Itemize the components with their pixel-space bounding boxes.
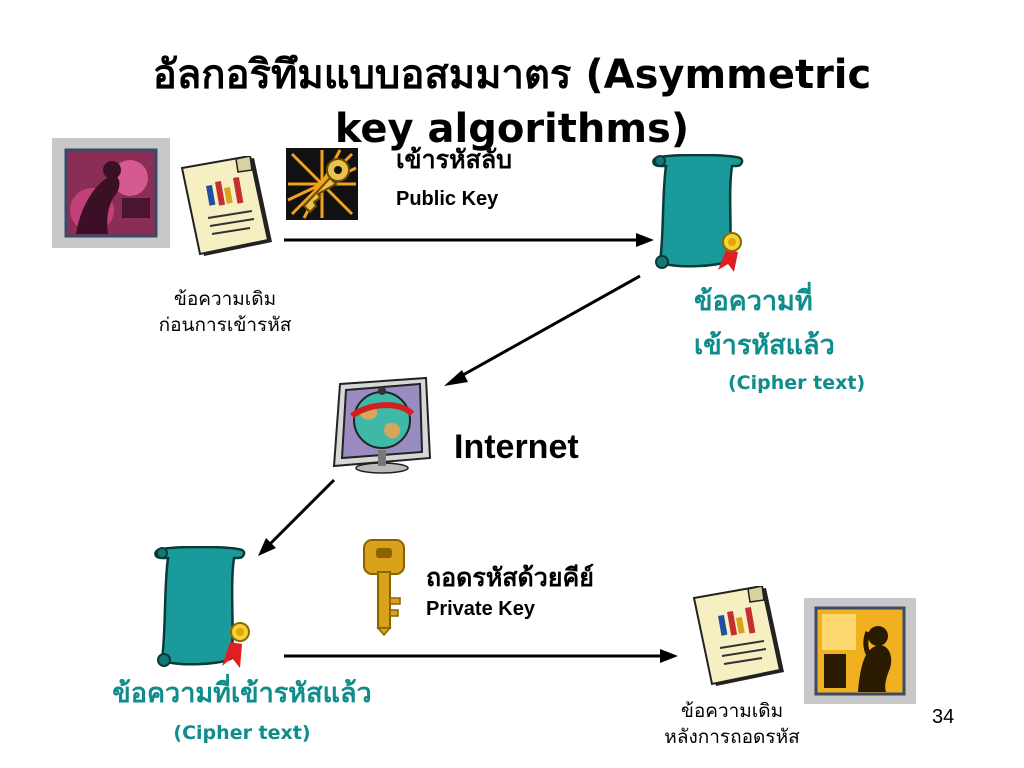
public-key-icon — [286, 148, 358, 220]
public-key-label: Public Key — [396, 188, 499, 210]
plaintext-label-top-line1: ข้อความเดิม — [173, 288, 277, 310]
arrow-encrypt — [284, 230, 656, 250]
cipher-label-top-line2: เข้ารหัสแล้ว — [694, 330, 835, 361]
private-key-label: Private Key — [426, 598, 535, 620]
arrow-to-internet — [440, 272, 650, 392]
plaintext-label-top: ข้อความเดิม ก่อนการเข้ารหัส — [100, 286, 350, 338]
decrypt-label: ถอดรหัสด้วยคีย์ — [426, 563, 594, 592]
plaintext-label-bottom: ข้อความเดิม หลังการถอดรหัส — [612, 698, 852, 750]
private-key-icon — [356, 536, 412, 636]
globe-icon — [326, 376, 436, 474]
woman-at-computer-icon — [804, 598, 916, 704]
scroll-icon — [648, 154, 748, 272]
title-line-1: อัลกอริทึมแบบอสมมาตร (Asymmetric — [152, 52, 872, 98]
plaintext-label-top-line2: ก่อนการเข้ารหัส — [158, 314, 292, 336]
person-at-computer-icon — [52, 138, 170, 248]
title-line-2: key algorithms) — [334, 106, 690, 152]
plaintext-label-bottom-line1: ข้อความเดิม — [680, 700, 784, 722]
arrow-from-internet — [252, 476, 342, 560]
scroll-icon-bottom — [150, 546, 250, 670]
page-number: 34 — [932, 706, 955, 728]
cipher-label-top-en: (Cipher text) — [728, 372, 866, 394]
cipher-label-bottom-en: (Cipher text) — [173, 722, 311, 744]
document-icon-bottom — [688, 586, 788, 692]
document-icon — [176, 156, 276, 262]
cipher-label-bottom: ข้อความที่เข้ารหัสแล้ว — [112, 678, 372, 709]
arrow-decrypt — [284, 646, 680, 666]
cipher-label-top-line1: ข้อความที่ — [694, 286, 813, 317]
internet-label: Internet — [454, 428, 579, 466]
slide-title: อัลกอริทึมแบบอสมมาตร (Asymmetric key alg… — [0, 48, 1024, 156]
plaintext-label-bottom-line2: หลังการถอดรหัส — [664, 726, 800, 748]
encrypt-label: เข้ารหัสลับ — [396, 145, 513, 174]
